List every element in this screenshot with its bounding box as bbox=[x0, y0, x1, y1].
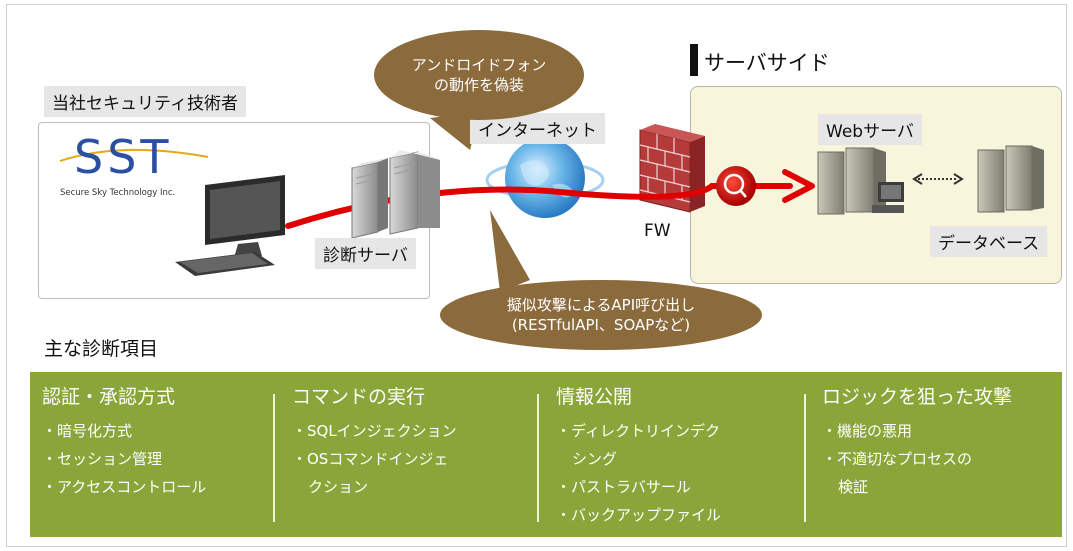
column-divider bbox=[804, 394, 806, 522]
list-item: ・パストラバサール bbox=[556, 478, 691, 496]
top-speech-bubble: アンドロイドフォン の動作を偽装 bbox=[374, 30, 584, 120]
list-item: ・OSコマンドインジェ bbox=[292, 450, 449, 468]
column-heading: 認証・承認方式 bbox=[42, 386, 176, 408]
web-server-icon bbox=[817, 147, 904, 215]
top-bubble-line1: アンドロイドフォン bbox=[411, 56, 547, 74]
list-item: ・バックアップファイル bbox=[556, 506, 722, 524]
list-item: ・暗号化方式 bbox=[42, 422, 133, 440]
diagnosis-column-logic: ロジックを狙った攻撃 ・機能の悪用 ・不適切なプロセスの 検証 bbox=[822, 382, 1012, 501]
column-heading: コマンドの実行 bbox=[292, 386, 426, 408]
server-side-marker bbox=[690, 44, 698, 76]
diag-server-label: 診断サーバ bbox=[315, 238, 416, 269]
list-item: ・不適切なプロセスの bbox=[822, 450, 973, 468]
web-server-label: Webサーバ bbox=[818, 114, 922, 145]
inspection-point-icon bbox=[716, 166, 756, 206]
list-item: シング bbox=[572, 450, 618, 468]
logo-mark: SST bbox=[74, 130, 173, 184]
db-connection-arrow bbox=[912, 173, 964, 185]
column-heading: 情報公開 bbox=[556, 386, 633, 408]
list-item: ・SQLインジェクション bbox=[292, 422, 457, 440]
column-heading: ロジックを狙った攻撃 bbox=[822, 386, 1013, 408]
bottom-bubble-tail bbox=[490, 210, 530, 292]
list-item: クション bbox=[308, 478, 369, 496]
diagnosis-column-command: コマンドの実行 ・SQLインジェクション ・OSコマンドインジェ クション bbox=[292, 382, 457, 501]
bottom-speech-bubble: 擬似攻撃によるAPI呼び出し (RESTfulAPI、SOAPなど) bbox=[440, 280, 762, 350]
column-divider bbox=[537, 394, 539, 522]
fw-label: FW bbox=[644, 221, 671, 241]
diagnosis-column-disclosure: 情報公開 ・ディレクトリインデク シング ・パストラバサール ・バックアップファ… bbox=[556, 382, 721, 529]
internet-globe-icon bbox=[485, 138, 605, 218]
bottom-bubble-line1: 擬似攻撃によるAPI呼び出し bbox=[506, 296, 696, 314]
server-side-title: サーバサイド bbox=[704, 51, 830, 75]
list-item: ・アクセスコントロール bbox=[42, 478, 207, 496]
diagnosis-column-auth: 認証・承認方式 ・暗号化方式 ・セッション管理 ・アクセスコントロール bbox=[42, 382, 206, 501]
top-bubble-tail bbox=[430, 112, 480, 150]
list-item: ・機能の悪用 bbox=[822, 422, 913, 440]
top-bubble-line2: の動作を偽装 bbox=[433, 76, 524, 94]
column-divider bbox=[273, 394, 275, 522]
company-label: 当社セキュリティ技術者 bbox=[44, 86, 246, 117]
list-item: ・セッション管理 bbox=[42, 450, 163, 468]
diagnosis-panel: 認証・承認方式 ・暗号化方式 ・セッション管理 ・アクセスコントロール コマンド… bbox=[30, 372, 1062, 537]
sst-logo: SST Secure Sky Technology Inc. bbox=[59, 127, 210, 211]
logo-tagline: Secure Sky Technology Inc. bbox=[60, 188, 175, 198]
database-label: データベース bbox=[930, 226, 1048, 257]
monitor-icon bbox=[175, 175, 285, 276]
diagnosis-title: 主な診断項目 bbox=[44, 338, 159, 360]
list-item: ・ディレクトリインデク bbox=[556, 422, 720, 440]
database-server-icon bbox=[977, 145, 1044, 213]
bottom-bubble-line2: (RESTfulAPI、SOAPなど) bbox=[511, 316, 691, 334]
diagnosis-server-icon bbox=[351, 150, 440, 239]
diagram-frame bbox=[6, 4, 1067, 547]
list-item: 検証 bbox=[838, 478, 869, 496]
